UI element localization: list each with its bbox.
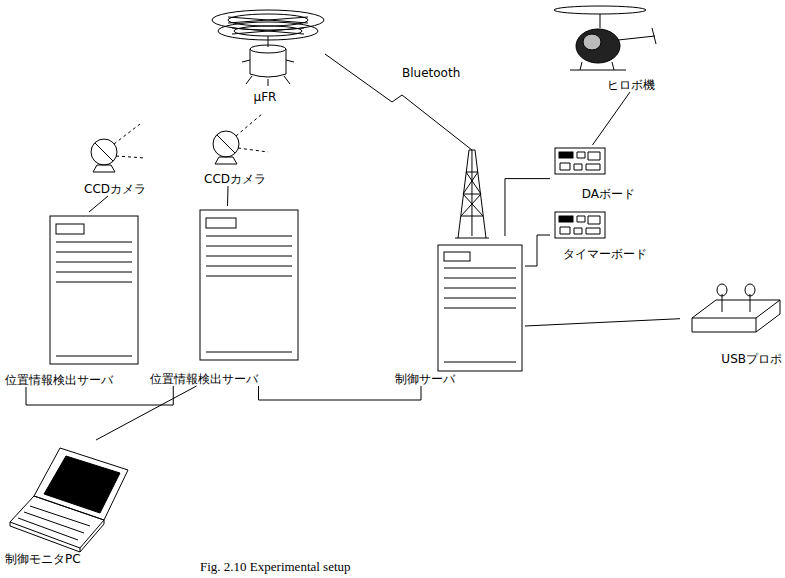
board-node: タイマーボード <box>550 209 660 261</box>
server-node: 制御サーバ <box>395 236 525 386</box>
server-drawing <box>50 210 522 371</box>
connection-line <box>525 235 550 266</box>
ufr-drawing <box>212 10 324 86</box>
connection-line <box>96 386 197 440</box>
node-label: 制御サーバ <box>395 372 455 386</box>
node-label: USBプロポ <box>721 352 782 366</box>
node-label: CCDカメラ <box>204 172 266 186</box>
helicopter-drawing <box>554 6 656 70</box>
robot-node: μFR <box>205 4 325 104</box>
pc-node: 制御モニタPC <box>5 440 135 566</box>
node-label: 制御モニタPC <box>5 552 81 566</box>
connection-line <box>325 54 472 236</box>
connection-line <box>505 179 550 236</box>
transmitter-node: USBプロポ <box>680 280 782 366</box>
board-node: DAボード <box>550 145 635 201</box>
figure-caption: Fig. 2.10 Experimental setup <box>200 559 351 574</box>
connection-line <box>525 319 680 326</box>
connection-line <box>227 186 229 206</box>
connection-line <box>26 386 173 405</box>
server-node: 位置情報検出サーバ <box>150 206 305 386</box>
edge-label: Bluetooth <box>400 66 462 80</box>
ccd-camera-drawing <box>91 114 268 172</box>
node-label: 位置情報検出サーバ <box>5 373 113 387</box>
laptop-drawing <box>10 448 128 552</box>
node-label: タイマーボード <box>563 247 647 261</box>
connection-line <box>593 92 631 145</box>
transmitter-drawing <box>692 284 780 332</box>
node-label: ヒロボ機 <box>607 78 655 92</box>
node-label: μFR <box>254 90 277 104</box>
node-label: 位置情報検出サーバ <box>150 372 258 386</box>
camera-node: CCDカメラ <box>80 134 150 196</box>
camera-node: CCDカメラ <box>200 126 270 186</box>
connection-line <box>259 386 422 400</box>
server-node: 位置情報検出サーバ <box>5 212 145 387</box>
connection-line <box>89 196 108 212</box>
node-label: DAボード <box>582 187 635 201</box>
node-label: CCDカメラ <box>84 182 146 196</box>
helicopter-node: ヒロボ機 <box>555 0 655 92</box>
